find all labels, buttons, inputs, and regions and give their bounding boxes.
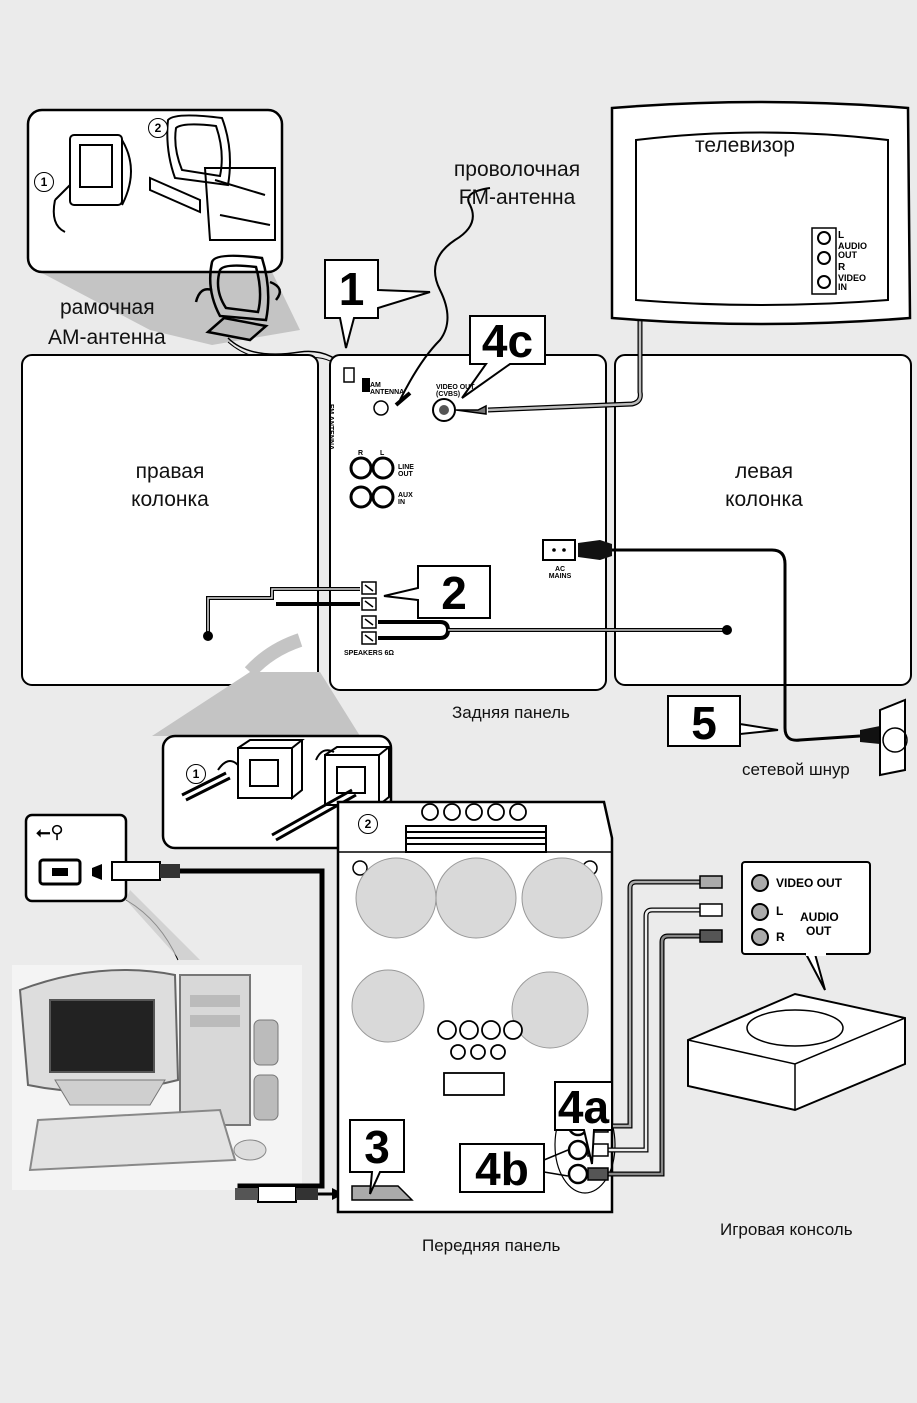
callout-4c: 4c — [481, 315, 534, 367]
callout-4a: 4a — [557, 1081, 610, 1133]
am-step-1: 1 — [34, 172, 54, 192]
am-antenna-label-line1: рамочная — [60, 296, 155, 319]
console-jacks — [751, 874, 769, 946]
video-cable-rear — [455, 404, 487, 415]
front-panel-label: Передняя панель — [422, 1236, 561, 1255]
left-speaker-box — [614, 354, 912, 686]
console-video-out: VIDEO OUT — [776, 876, 843, 890]
power-cord — [612, 548, 861, 742]
ac-mains-text: AC MAINS — [548, 566, 572, 580]
tv-jack-video-in: VIDEO IN — [838, 273, 867, 292]
am-loop-antenna — [194, 254, 282, 342]
right-speaker-label-line2: колонка — [131, 488, 209, 511]
speakers-text: SPEAKERS 6Ω — [344, 650, 394, 657]
wire-step-1: 1 — [186, 764, 206, 784]
jack-r-text: R — [358, 450, 364, 457]
rear-panel-label: Задняя панель — [452, 703, 570, 722]
right-speaker-box — [21, 354, 319, 686]
tv-jack-l: L — [838, 230, 845, 241]
right-speaker-label-line1: правая — [135, 460, 205, 483]
fm-antenna-label-line1: проволочная — [453, 158, 581, 181]
tv-jack-r: R — [838, 262, 846, 273]
wire-step-2: 2 — [358, 814, 378, 834]
jack-l-text: L — [380, 450, 385, 457]
rear-unit-box — [329, 354, 607, 691]
am-antenna-label-line2: АМ-антенна — [48, 326, 166, 349]
callout-2: 2 — [441, 567, 467, 619]
callout-5-box — [667, 695, 741, 747]
computer-drawing — [12, 965, 302, 1190]
usb-icon: ⭠⚲ — [36, 822, 64, 843]
speaker-terminals — [361, 581, 377, 645]
callout-4c-shape — [461, 315, 546, 399]
console-l: L — [776, 904, 784, 918]
callout-4b: 4b — [475, 1143, 529, 1195]
front-unit-fans — [351, 857, 603, 1049]
callout-4b-shape — [459, 1143, 545, 1193]
left-speaker-label-line2: колонка — [725, 488, 803, 511]
callout-1: 1 — [338, 263, 365, 315]
callout-3: 3 — [364, 1121, 390, 1173]
usb-cable-top — [180, 868, 325, 1110]
wall-outlet — [879, 698, 906, 777]
power-cord-label: сетевой шнур — [742, 760, 850, 779]
game-console-box — [687, 992, 906, 1112]
tv-jack-audio-out: AUDIO OUT — [838, 241, 867, 260]
power-plug-unit — [578, 540, 612, 560]
callout-2-shape — [383, 565, 491, 619]
wire-inset-shadow — [152, 672, 360, 736]
av-cables — [608, 879, 700, 1177]
fm-antenna-text: FM ANTENNA — [327, 404, 334, 451]
front-unit-buttons — [437, 1020, 523, 1096]
front-unit-top-buttons — [421, 803, 527, 821]
line-out-text: LINE OUT — [398, 464, 414, 478]
am-step-2: 2 — [148, 118, 168, 138]
fm-wire-antenna — [399, 187, 491, 401]
av-plugs-console — [699, 875, 723, 943]
ac-mains-socket — [542, 539, 576, 561]
fm-antenna-label-line2: FM-антенна — [458, 186, 576, 209]
console-r: R — [776, 930, 785, 944]
line-aux-jacks — [349, 456, 395, 509]
am-inset-drawing — [52, 114, 276, 241]
callout-1-shape — [324, 259, 431, 349]
front-unit-grille — [405, 825, 547, 853]
game-console-label: Игровая консоль — [720, 1220, 853, 1239]
tv-jacks — [817, 231, 831, 289]
callout-5: 5 — [691, 697, 717, 749]
console-out: OUT — [806, 924, 832, 938]
tv-label: телевизор — [695, 134, 795, 157]
callout-4a-shape — [554, 1081, 613, 1165]
callout-3-shape — [349, 1119, 405, 1195]
am-antenna-inset — [26, 108, 284, 274]
video-out-text: VIDEO OUT (CVBS) — [436, 384, 475, 398]
front-usb-port — [351, 1185, 414, 1201]
aux-in-text: AUX IN — [398, 492, 413, 506]
am-antenna-text: AM ANTENNA — [370, 382, 405, 396]
left-speaker-label-line1: левая — [735, 460, 793, 483]
console-audio: AUDIO — [800, 910, 839, 924]
